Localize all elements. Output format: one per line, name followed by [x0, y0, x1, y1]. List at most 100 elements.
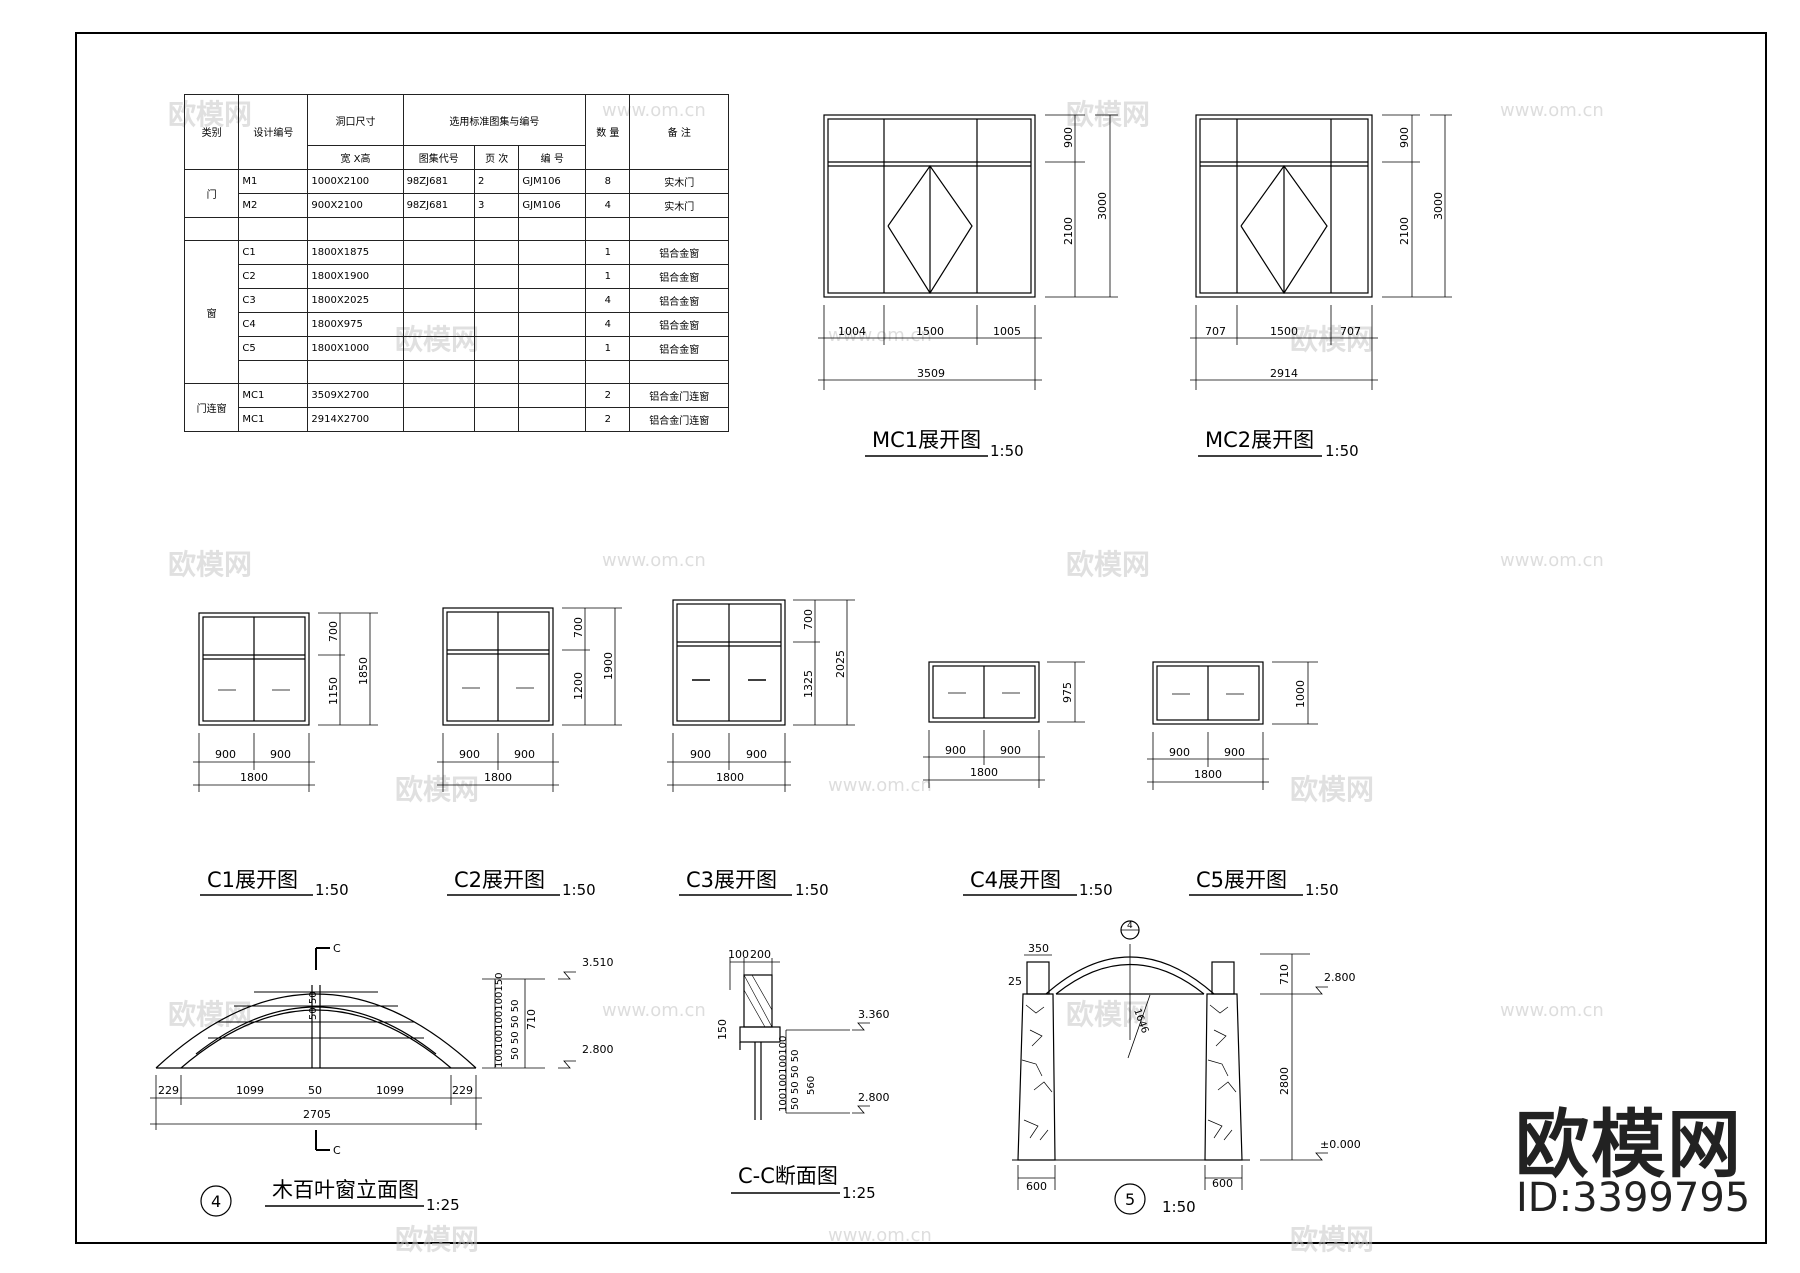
c1-dims: 700 1150 1850 900 900 1800 — [215, 621, 370, 784]
c3-dim-w1: 900 — [690, 748, 711, 761]
watermark-site: www.om.cn — [828, 1225, 932, 1246]
c3-dim-wt: 1800 — [716, 771, 744, 784]
louver-scale: 1:25 — [426, 1196, 460, 1214]
table-row: 窗 C1 1800X1875 1 铝合金窗 — [183, 240, 729, 385]
cell-remark: 铝合金窗 — [629, 264, 729, 290]
cell-id: MC1 — [238, 407, 309, 432]
arch-dim-base-l: 600 — [1026, 1180, 1047, 1193]
c4-scale: 1:50 — [1079, 881, 1113, 899]
group-window: 窗 — [183, 240, 240, 385]
louver-lvl-bot: 2.800 — [582, 1043, 614, 1056]
hdr-category: 类别 — [183, 94, 240, 170]
louver-cut-top: C — [333, 942, 341, 955]
watermark-logo: 欧模网 — [1066, 98, 1151, 131]
louver-title: 木百叶窗立面图 — [272, 1178, 419, 1202]
mc2-dims: 900 2100 3000 707 1500 707 2914 — [1205, 127, 1445, 380]
mc2-dim-w1: 707 — [1205, 325, 1226, 338]
mc1-scale: 1:50 — [990, 442, 1024, 460]
c5-dims: 1000 900 900 1800 — [1169, 680, 1307, 781]
mc2-dim-bottom: 2100 — [1398, 217, 1411, 245]
hdr-number: 编 号 — [518, 145, 587, 170]
c3-title: C3展开图 — [686, 868, 777, 892]
table-row: C3 1800X2025 4 铝合金窗 — [185, 288, 729, 313]
cell-remark: 铝合金窗 — [629, 240, 729, 266]
c1-scale: 1:50 — [315, 881, 349, 899]
arch-dims: 350 25 1646 4 710 2800 2.800 ±0.000 600 … — [1008, 921, 1361, 1193]
c3-dim-h2: 1325 — [802, 670, 815, 698]
c4-dim-ht: 975 — [1061, 682, 1074, 703]
cc-scale: 1:25 — [842, 1184, 876, 1202]
arch-dim-top: 350 — [1028, 942, 1049, 955]
cc-dims: 100 200 150 100100100100 50 50 50 50 560… — [716, 948, 890, 1112]
cell-atlas: 98ZJ681 — [402, 192, 476, 218]
watermark-logo: 欧模网 — [395, 773, 480, 806]
c2-dim-wt: 1800 — [484, 771, 512, 784]
c5-dim-wt: 1800 — [1194, 768, 1222, 781]
c2-dim-h1: 700 — [572, 617, 585, 638]
watermark-site: www.om.cn — [1500, 550, 1604, 571]
louver-lvl-top: 3.510 — [582, 956, 614, 969]
cell-size: 1800X1000 — [307, 335, 404, 361]
c2-title: C2展开图 — [454, 868, 545, 892]
cell-qty: 1 — [585, 264, 631, 290]
table-row: 门连窗 MC1 3509X2700 2 铝合金门连窗 — [183, 383, 729, 432]
louver-dim-total: 2705 — [303, 1108, 331, 1121]
c3-dims: 700 1325 2025 900 900 1800 — [690, 609, 847, 784]
louver-dim-mid: 50 — [308, 1084, 322, 1097]
mc1-title: MC1展开图 — [872, 428, 981, 452]
group-door-window: 门连窗 — [183, 383, 240, 432]
c1-dim-wt: 1800 — [240, 771, 268, 784]
arch-dim-base-r: 600 — [1212, 1177, 1233, 1190]
c5-title: C5展开图 — [1196, 868, 1287, 892]
arch-dim-side: 25 — [1008, 975, 1022, 988]
louver-detail-num: 4 — [211, 1192, 221, 1211]
mc1-dim-w1: 1004 — [838, 325, 866, 338]
mc1-dim-wt: 3509 — [917, 367, 945, 380]
c3-elevation — [667, 599, 855, 792]
c2-scale: 1:50 — [562, 881, 596, 899]
c4-dim-w2: 900 — [1000, 744, 1021, 757]
mc1-elevation — [818, 114, 1118, 390]
c4-dim-wt: 1800 — [970, 766, 998, 779]
cell-id: C4 — [238, 311, 309, 337]
cell-size: 1800X975 — [307, 311, 404, 337]
brand-id: ID:3399795 — [1516, 1175, 1751, 1221]
hdr-wxh: 宽 X高 — [307, 145, 404, 170]
louver-detail-circle — [200, 1185, 232, 1217]
cc-section — [729, 958, 870, 1120]
watermark-logo: 欧模网 — [168, 548, 253, 581]
c1-dim-h2: 1150 — [327, 677, 340, 705]
mc2-dim-wt: 2914 — [1270, 367, 1298, 380]
mc2-dim-w2: 1500 — [1270, 325, 1298, 338]
hdr-std-atlas: 选用标准图集与编号 — [402, 93, 587, 147]
cell-remark: 铝合金窗 — [629, 288, 729, 313]
c5-elevation — [1147, 661, 1318, 790]
cell-id: C1 — [238, 240, 309, 266]
hdr-remark: 备 注 — [629, 94, 729, 170]
mc2-title: MC2展开图 — [1205, 428, 1314, 452]
hdr-atlas-code: 图集代号 — [402, 145, 476, 170]
c3-dim-h1: 700 — [802, 609, 815, 630]
cell-remark: 铝合金门连窗 — [629, 407, 729, 432]
louver-dim-e1: 229 — [158, 1084, 179, 1097]
mc1-dim-total: 3000 — [1096, 192, 1109, 220]
watermark-site: www.om.cn — [602, 550, 706, 571]
c5-scale: 1:50 — [1305, 881, 1339, 899]
cc-title: C-C断面图 — [738, 1164, 838, 1188]
mc1-dim-bottom: 2100 — [1062, 217, 1075, 245]
cell-qty: 8 — [585, 168, 631, 194]
mc2-dim-total: 3000 — [1432, 192, 1445, 220]
arch-dim-h1: 710 — [1278, 964, 1291, 985]
watermark-logo: 欧模网 — [1290, 773, 1375, 806]
cell-atlas: 98ZJ681 — [402, 168, 476, 194]
mc1-dim-top: 900 — [1062, 127, 1075, 148]
c2-dim-h2: 1200 — [572, 672, 585, 700]
table-row-blank — [183, 216, 729, 242]
cell-remark: 铝合金门连窗 — [629, 383, 729, 409]
table-row: C2 1800X1900 1 铝合金窗 — [185, 264, 729, 290]
cc-dim-h2: 560 — [806, 1076, 817, 1095]
table-row: M2 900X2100 98ZJ681 3 GJM106 4 实木门 — [185, 192, 729, 218]
cc-lvl-top: 3.360 — [858, 1008, 890, 1021]
